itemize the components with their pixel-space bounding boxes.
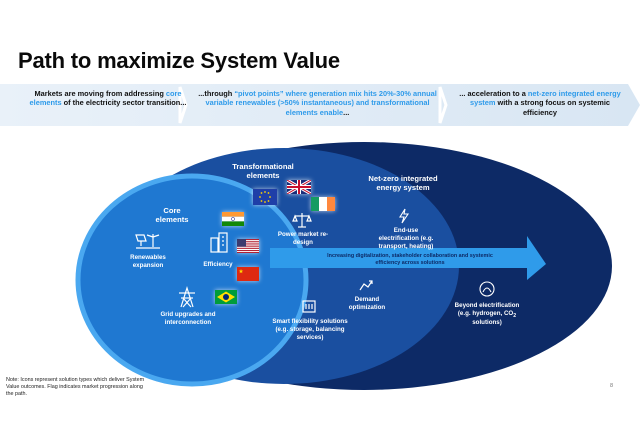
banner-text: Markets are moving from addressing: [34, 89, 166, 98]
renewables-expansion-label: Renewables expansion: [130, 254, 166, 269]
beyond-text: solutions): [472, 319, 502, 327]
brazil-flag-icon: [215, 290, 237, 304]
arrow-label: Increasing digitalization, stakeholder c…: [327, 253, 493, 266]
beyond-text: Beyond electrification (e.g. hydrogen, C…: [454, 302, 520, 317]
uk-flag-icon: [287, 180, 311, 194]
banner-text: with a strong focus on systemic efficien…: [495, 98, 611, 117]
demand-optimization-label: Demand optimization: [348, 296, 386, 311]
banner-column-core: Markets are moving from addressing core …: [28, 89, 188, 108]
india-flag-icon: [222, 212, 244, 226]
grid-upgrades-label: Grid upgrades and interconnection: [160, 311, 216, 326]
china-flag-icon: [237, 267, 259, 281]
banner-column-netzero: ... acceleration to a net-zero integrate…: [455, 89, 625, 117]
usa-flag-icon: [237, 239, 259, 253]
scales-icon: [292, 213, 312, 228]
transformational-elements-title: Transformational elements: [232, 162, 294, 181]
banner-text: ... acceleration to a: [459, 89, 528, 98]
banner-text: ...through: [198, 89, 235, 98]
footnote: Note: Icons represent solution types whi…: [6, 377, 145, 398]
banner-text: of the electricity sector transition...: [61, 98, 187, 108]
transmission-tower-icon: [179, 286, 195, 308]
beyond-subscript: 2: [513, 312, 517, 319]
core-ellipse: [75, 173, 309, 387]
building-efficiency-icon: [210, 232, 228, 253]
lightning-icon: [399, 208, 410, 224]
diagram-ellipses: [75, 142, 612, 390]
progression-banner: Markets are moving from addressing core …: [0, 84, 640, 126]
end-use-electrification-label: End-use electrification (e.g. transport,…: [378, 227, 434, 250]
banner-highlight: net-zero integrated energy system: [469, 89, 621, 108]
power-market-redesign-label: Power market re-design: [277, 231, 329, 246]
efficiency-label: Efficiency: [203, 261, 233, 268]
netzero-system-title: Net-zero integrated energy system: [368, 174, 438, 193]
banner-text: ...: [343, 107, 350, 117]
page-title: Path to maximize System Value: [18, 48, 340, 73]
progression-arrow: [270, 236, 546, 280]
core-elements-title: Core elements: [155, 206, 189, 225]
banner-arrow-shape: [0, 84, 640, 126]
beyond-electrification-label: Beyond electrification (e.g. hydrogen, C…: [450, 302, 524, 327]
hydrogen-icon: [479, 281, 495, 297]
banner-highlight: “pivot points” where generation mix hits…: [205, 89, 437, 117]
solar-panel-icon: [135, 234, 160, 249]
eu-flag-icon: [253, 189, 277, 205]
battery-storage-icon: [302, 300, 316, 313]
banner-column-pivot: ...through “pivot points” where generati…: [195, 89, 440, 117]
ireland-flag-icon: [311, 197, 335, 211]
demand-optimization-icon: [359, 280, 373, 291]
page-number: 8: [610, 383, 614, 389]
system-value-diagram: Core elements Transformational elements …: [0, 140, 640, 410]
banner-highlight: core elements: [29, 89, 182, 108]
smart-flexibility-label: Smart flexibility solutions (e.g. storag…: [272, 318, 348, 341]
